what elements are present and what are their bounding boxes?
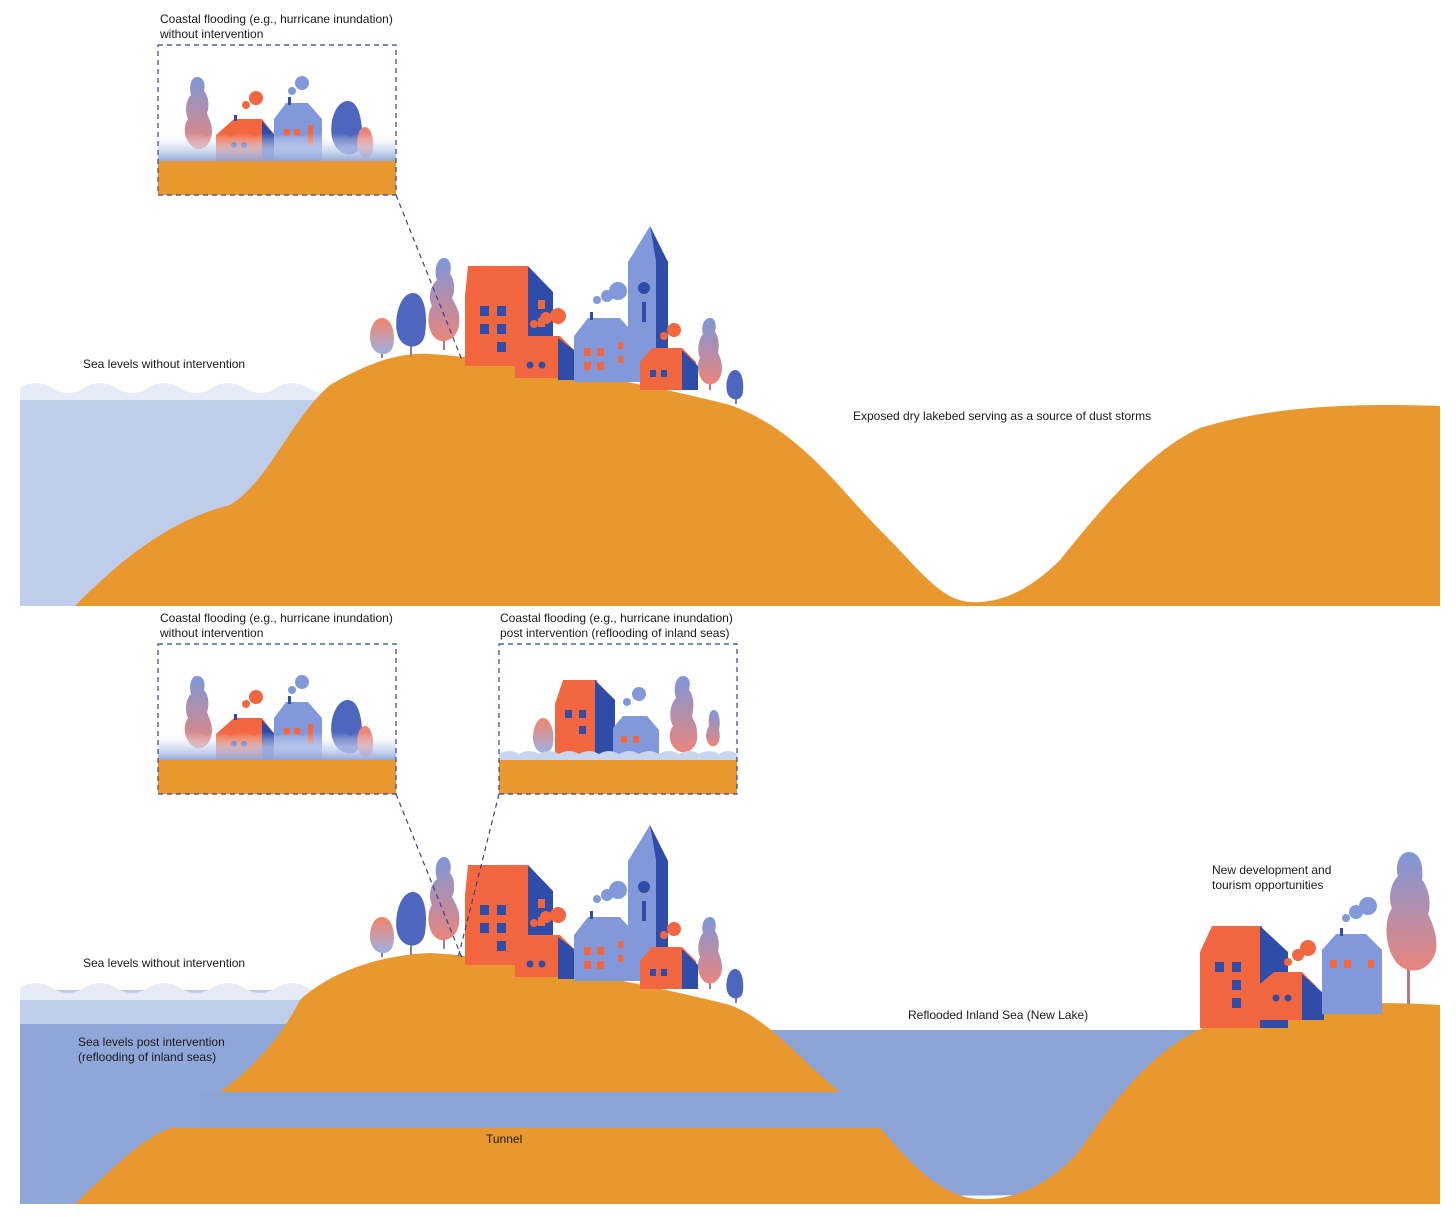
ground-bottom-hill — [220, 953, 840, 1092]
leader-bottom-left — [395, 793, 463, 959]
inset-bottom-right-title-line1: Coastal flooding (e.g., hurricane inunda… — [500, 611, 733, 625]
new-development-village — [1200, 852, 1437, 1028]
tunnel-label: Tunnel — [486, 1132, 523, 1146]
inset-top — [157, 44, 397, 196]
inset-top-title: Coastal flooding (e.g., hurricane inunda… — [160, 12, 393, 42]
new-development-line1: New development and — [1212, 863, 1332, 877]
leader-bottom-right — [457, 793, 500, 959]
inset-bottom-left-title-line2: without intervention — [160, 626, 264, 640]
inset-bottom-left — [157, 643, 397, 795]
new-lake-label: Reflooded Inland Sea (New Lake) — [908, 1008, 1089, 1022]
dry-lakebed-label: Exposed dry lakebed serving as a source … — [853, 409, 1152, 423]
waves-bottom-upper — [20, 983, 340, 1000]
top-panel — [20, 44, 1440, 606]
sea-post-intervention-label: Sea levels post intervention (reflooding… — [78, 1035, 225, 1065]
inset-bottom-right — [498, 643, 738, 795]
new-development-label: New development and tourism opportunitie… — [1212, 863, 1331, 893]
inset-top-title-line1: Coastal flooding (e.g., hurricane inunda… — [160, 12, 393, 26]
inset-bottom-right-title: Coastal flooding (e.g., hurricane inunda… — [500, 611, 733, 641]
leader-top — [395, 194, 463, 361]
inset-bottom-left-title: Coastal flooding (e.g., hurricane inunda… — [160, 611, 393, 641]
sea-post-line1: Sea levels post intervention — [78, 1035, 225, 1049]
waves-bottom-lower — [20, 1010, 308, 1024]
tunnel-water — [200, 1092, 900, 1132]
sea-post-line2: (reflooding of inland seas) — [78, 1050, 217, 1064]
new-development-line2: tourism opportunities — [1212, 878, 1324, 892]
waves-top — [20, 383, 340, 400]
bottom-panel — [20, 643, 1440, 1204]
sea-level-label-bottom: Sea levels without intervention — [83, 956, 246, 970]
ground-bottom-base — [75, 1003, 1440, 1204]
ground-top — [75, 353, 1440, 606]
inset-bottom-left-title-line1: Coastal flooding (e.g., hurricane inunda… — [160, 611, 393, 625]
sea-level-label-top: Sea levels without intervention — [83, 357, 246, 371]
inset-top-title-line2: without intervention — [160, 27, 264, 41]
inset-bottom-right-title-line2: post intervention (reflooding of inland … — [500, 626, 730, 640]
